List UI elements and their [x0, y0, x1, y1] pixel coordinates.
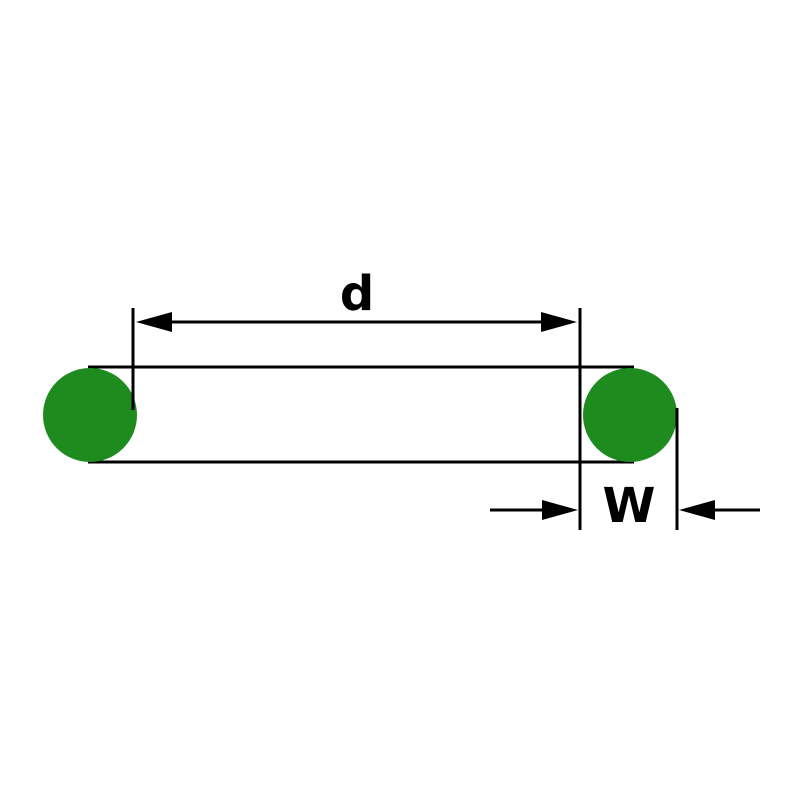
w-arrowhead-left-icon: [542, 500, 578, 520]
d-arrowhead-left-icon: [136, 312, 172, 332]
w-dimension-label: W: [603, 478, 656, 534]
d-dimension-label: d: [340, 266, 374, 322]
d-arrowhead-right-icon: [541, 312, 577, 332]
right-cross-section-circle: [583, 368, 677, 462]
w-arrowhead-right-icon: [679, 500, 715, 520]
left-cross-section-circle: [43, 368, 137, 462]
